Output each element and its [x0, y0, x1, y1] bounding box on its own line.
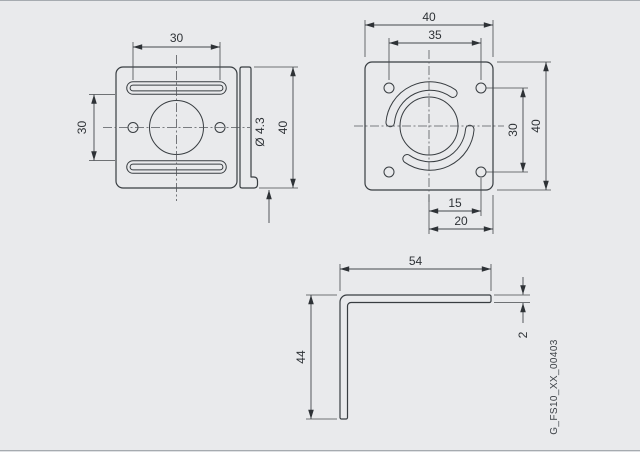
- dim-profile-thickness-label: 2: [516, 331, 530, 338]
- dim-front-hole-diameter-label: Ø 4.3: [253, 117, 267, 147]
- bracket-profile-outline: [339, 294, 492, 420]
- front-view: 30 30 40 Ø 4.3: [75, 31, 298, 223]
- dim-rear-hole-spacing-height: 30: [486, 87, 528, 173]
- rear-view: 40 35 30 40 15: [354, 10, 551, 234]
- dim-front-slot-length-label: 30: [170, 31, 184, 45]
- dim-rear-hole-spacing-width-label: 35: [428, 28, 442, 42]
- dim-front-slot-gap-label: 30: [75, 121, 89, 135]
- dim-front-plate-height-label: 40: [276, 121, 290, 135]
- arc-slot-lower: [402, 124, 475, 171]
- dim-rear-plate-width: 40: [364, 10, 494, 57]
- dim-profile-leg-length: 54: [339, 254, 492, 291]
- dim-front-slot-length: 30: [132, 31, 221, 80]
- dim-profile-leg-height: 44: [294, 294, 337, 420]
- dim-front-hole-diameter: Ø 4.3: [253, 117, 272, 223]
- corner-hole-bottom-left: [383, 166, 395, 178]
- dim-rear-plate-height-label: 40: [529, 119, 543, 133]
- figure-code-label: G_FS10_XX_00403: [549, 339, 560, 435]
- dim-profile-leg-height-label: 44: [294, 350, 308, 364]
- dim-rear-plate-height: 40: [497, 61, 551, 191]
- arc-slot-upper: [385, 81, 458, 128]
- corner-hole-bottom-right: [475, 166, 487, 178]
- dim-profile-leg-length-label: 54: [409, 254, 423, 268]
- dim-rear-hole-spacing-width: 35: [388, 28, 482, 80]
- edge-view-strip: [239, 66, 259, 189]
- dim-rear-hole-spacing-height-label: 30: [506, 123, 520, 137]
- corner-hole-top-right: [475, 82, 487, 94]
- dim-rear-offsets: 15 20: [428, 178, 494, 234]
- dim-profile-thickness: 2: [494, 277, 530, 338]
- profile-view: 54 44 2: [294, 254, 530, 420]
- dim-rear-plate-width-label: 40: [422, 10, 436, 24]
- corner-hole-top-left: [383, 82, 395, 94]
- dim-front-plate-height: 40: [254, 66, 298, 189]
- dim-front-slot-gap: 30: [75, 94, 115, 161]
- dim-rear-center-to-hole-label: 15: [448, 196, 462, 210]
- dim-rear-center-to-edge-label: 20: [454, 214, 468, 228]
